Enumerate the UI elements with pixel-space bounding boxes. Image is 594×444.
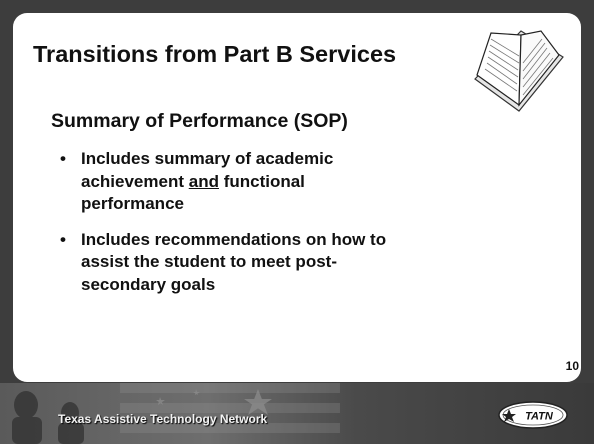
slide-title: Transitions from Part B Services — [33, 41, 397, 67]
footer-banner: Texas Assistive Technology Network TATN — [0, 383, 594, 444]
bullet-text: functional performance — [81, 171, 305, 214]
bullet-dot: • — [60, 149, 66, 168]
bullet-list: • Includes summary of academic achieveme… — [57, 148, 387, 309]
slide-subtitle: Summary of Performance (SOP) — [51, 110, 348, 132]
page-number: 10 — [565, 359, 579, 373]
bullet-underlined-text: and — [188, 171, 219, 191]
bullet-text: Includes recommendations on how to assis… — [81, 229, 387, 294]
tatn-logo-icon: TATN — [498, 401, 568, 429]
open-book-icon — [474, 30, 564, 112]
slide-panel: Transitions from Part B Services Summary… — [13, 13, 581, 382]
bullet-text: Includes summary of academic achievement — [81, 149, 334, 191]
tatn-logo-text: TATN — [525, 411, 554, 423]
bullet-item: • Includes summary of academic achieveme… — [57, 148, 387, 216]
network-name: Texas Assistive Technology Network — [58, 412, 268, 426]
bullet-item: • Includes recommendations on how to ass… — [57, 229, 387, 297]
bullet-dot: • — [60, 229, 66, 249]
footer-background-image — [0, 383, 594, 444]
